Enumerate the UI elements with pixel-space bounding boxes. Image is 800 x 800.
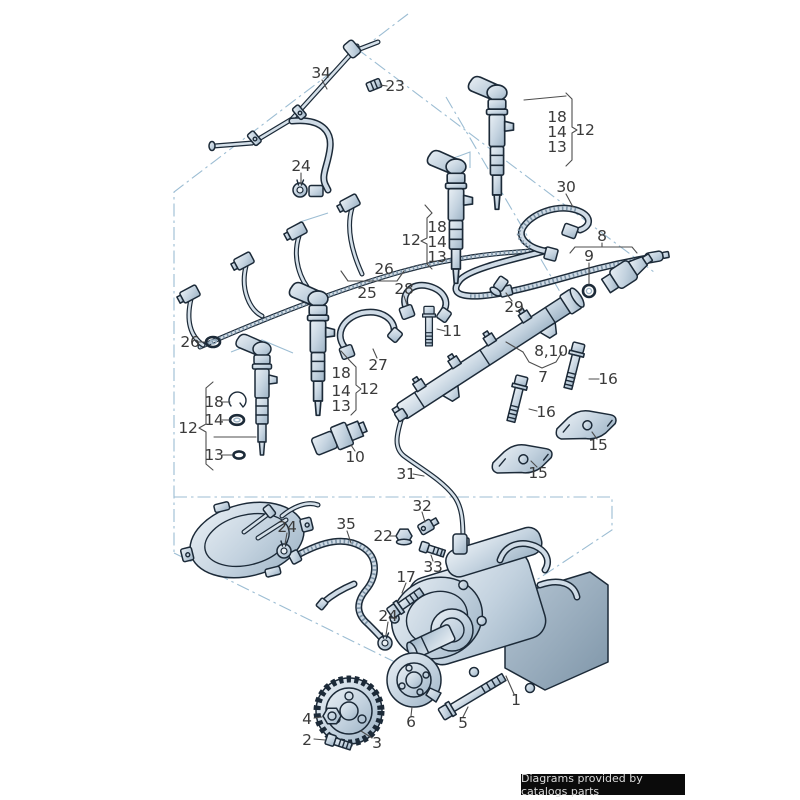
- callout-35: 35: [336, 515, 356, 533]
- callout-24-top: 24: [291, 157, 311, 175]
- callout-8: 8: [597, 227, 607, 245]
- callout-34: 34: [311, 64, 331, 82]
- callout-29: 29: [504, 298, 524, 316]
- bolt-33: [418, 540, 447, 558]
- support-clamp-15-right: [551, 400, 621, 451]
- injector-3: [288, 281, 336, 417]
- callout-23: 23: [385, 77, 405, 95]
- high-pressure-pump-1: [389, 526, 609, 694]
- nut-4: [322, 707, 342, 725]
- sensor-10: [310, 420, 368, 456]
- callout-24-left: 24: [277, 518, 297, 536]
- fuel-hose-30: [516, 204, 592, 262]
- callout-16-left: 16: [536, 403, 556, 421]
- callout-14-d: 14: [331, 382, 351, 400]
- callout-14-a: 14: [547, 123, 567, 141]
- callout-26-oring: 26: [180, 333, 200, 351]
- fuel-hose-28: [398, 281, 452, 324]
- callout-18-d: 18: [331, 364, 351, 382]
- callout-24-lower: 24: [378, 607, 398, 625]
- callout-14-b: 14: [427, 233, 447, 251]
- callout-18-a: 18: [547, 108, 567, 126]
- callout-13-d: 13: [331, 397, 351, 415]
- callout-12-a: 12: [575, 121, 595, 139]
- bolt-16-left: [502, 373, 531, 424]
- bolt-2: [324, 732, 353, 751]
- callout-33: 33: [423, 558, 443, 576]
- wiring-harness-25-26: [176, 193, 670, 350]
- callout-32: 32: [412, 497, 432, 515]
- provider-badge: Diagrams provided by catalogs parts: [521, 772, 685, 798]
- callout-12-c: 12: [178, 419, 198, 437]
- o-ring-13: [232, 450, 246, 460]
- callout-4: 4: [302, 710, 312, 728]
- callout-6: 6: [406, 713, 416, 731]
- callout-31: 31: [396, 465, 416, 483]
- bolt-5: [437, 672, 507, 721]
- callout-17: 17: [396, 568, 416, 586]
- callout-13-a: 13: [547, 138, 567, 156]
- callout-7: 7: [538, 368, 548, 386]
- callout-leaders: [196, 79, 638, 741]
- filter-flange: [179, 501, 314, 579]
- o-ring-9: [581, 283, 597, 299]
- retaining-clip-18: [228, 391, 247, 408]
- callout-25: 25: [357, 284, 377, 302]
- nut-22: [395, 528, 413, 546]
- callout-5: 5: [458, 714, 468, 732]
- callout-2: 2: [302, 731, 312, 749]
- callout-22: 22: [373, 527, 393, 545]
- o-ring-26: [204, 335, 222, 349]
- fuel-rail-7: [391, 287, 585, 422]
- callout-15-right: 15: [588, 436, 608, 454]
- callout-10: 10: [345, 448, 365, 466]
- union-29: [489, 275, 509, 297]
- callout-30: 30: [556, 178, 576, 196]
- callout-11: 11: [442, 322, 462, 340]
- callout-28: 28: [394, 280, 414, 298]
- fuel-hose-27: [336, 308, 404, 361]
- fuel-hose-35: [287, 537, 388, 645]
- flange-pipes: [241, 501, 321, 541]
- fuel-return-pipe-34: [208, 39, 381, 198]
- callout-16-right: 16: [598, 370, 618, 388]
- callout-18-b: 18: [427, 218, 447, 236]
- callout-27: 27: [368, 356, 388, 374]
- callout-1: 1: [511, 691, 521, 709]
- callout-14-c: 14: [204, 411, 224, 429]
- callout-26-harness: 26: [374, 260, 394, 278]
- callout-3: 3: [372, 734, 382, 752]
- hose-clamp-24-top: [292, 179, 308, 198]
- pressure-sensor-8: [600, 253, 653, 294]
- o-ring-14: [228, 413, 246, 427]
- injector-1: [467, 75, 515, 211]
- callout-18-c: 18: [204, 393, 224, 411]
- callout-15-left: 15: [528, 464, 548, 482]
- callout-12-b: 12: [401, 231, 421, 249]
- bolt-17: [386, 587, 425, 619]
- union-32: [417, 517, 440, 536]
- callout-13-b: 13: [427, 248, 447, 266]
- callout-13-c: 13: [204, 446, 224, 464]
- sprocket-3: [313, 675, 385, 747]
- bolt-11: [421, 305, 437, 347]
- hub-6: [386, 652, 442, 708]
- clip-23: [365, 77, 383, 93]
- callout-8-10: 8,10: [534, 342, 568, 360]
- callout-12-d: 12: [359, 380, 379, 398]
- callout-9: 9: [584, 247, 594, 265]
